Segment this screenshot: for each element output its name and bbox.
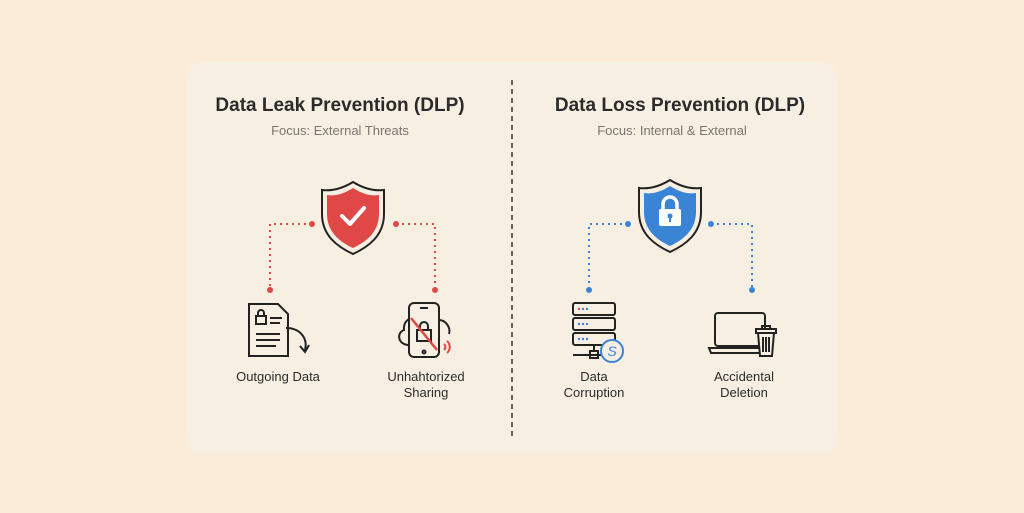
label-unauthorized-sharing: Unhahtorized Sharing <box>387 369 464 401</box>
label-line: Deletion <box>720 385 768 400</box>
server-leds <box>577 307 589 341</box>
svg-text:S: S <box>607 343 617 359</box>
connector-dots <box>267 221 438 293</box>
right-subtitle: Focus: Internal & External <box>597 123 747 138</box>
left-title: Data Leak Prevention (DLP) <box>215 95 465 116</box>
label-accidental-deletion: Accidental Deletion <box>714 369 774 401</box>
shield-lock-icon <box>638 178 702 254</box>
laptop-trash-icon <box>707 312 777 357</box>
phone-blocked-icon <box>398 302 451 358</box>
label-data-corruption: Data Corruption <box>564 369 625 401</box>
connector-dots <box>586 221 755 293</box>
label-line: Data <box>580 369 608 384</box>
connector-right <box>588 223 753 290</box>
document-lock-icon <box>248 303 310 357</box>
shield-check-icon <box>321 180 385 256</box>
label-line: Unhahtorized <box>387 369 465 384</box>
label-outgoing-data: Outgoing Data <box>236 369 320 384</box>
connector-left <box>269 223 436 290</box>
label-line: Sharing <box>403 385 449 400</box>
left-subtitle: Focus: External Threats <box>271 123 409 138</box>
label-line: Corruption <box>563 385 625 400</box>
right-title: Data Loss Prevention (DLP) <box>554 95 806 116</box>
label-line: Accidental <box>714 369 774 384</box>
server-icon: S <box>572 302 624 363</box>
